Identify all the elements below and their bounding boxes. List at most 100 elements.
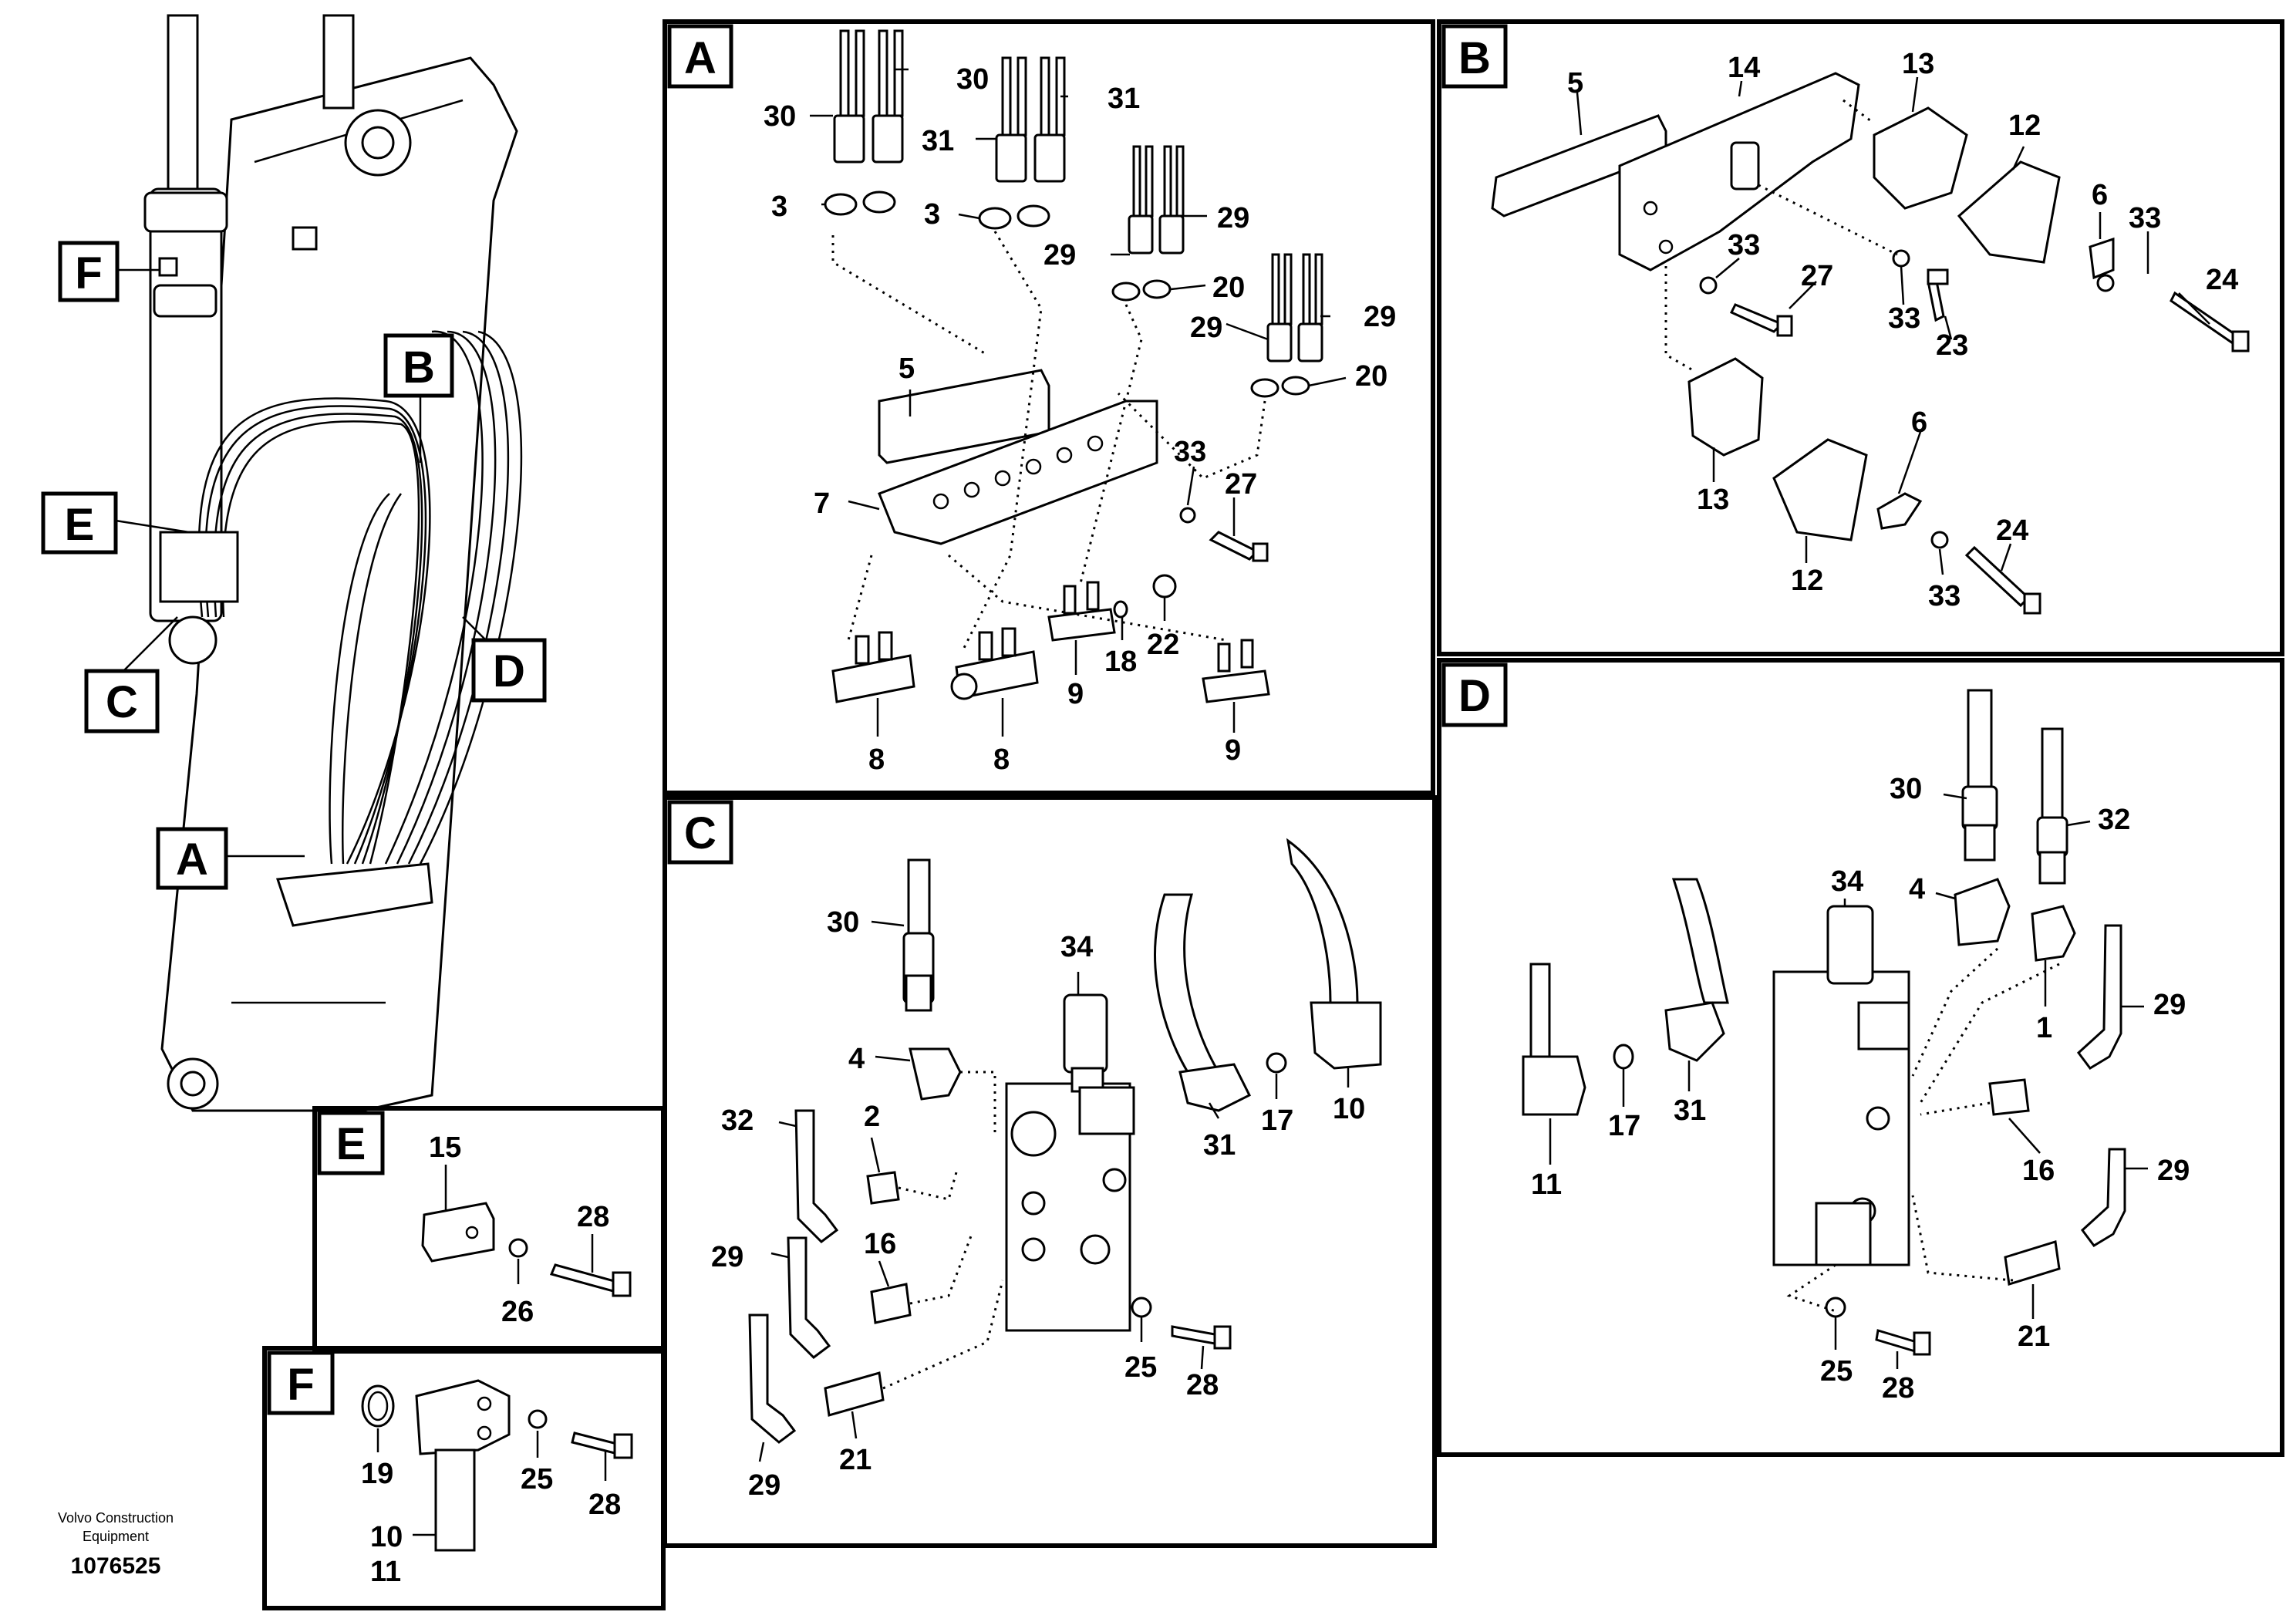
valve-cap-34-d [1826,905,1874,985]
hose-11-d [1529,963,1551,1066]
hose-pair-31 [995,56,1066,183]
part-callout-23: 23 [1936,329,1968,362]
part-callout-33: 33 [1928,580,1961,612]
overview-tag-a: A [156,827,228,890]
hose-29-d-lower [2080,1148,2126,1247]
part-callout-4: 4 [848,1043,865,1075]
part-callout-11: 11 [370,1556,401,1588]
part-callout-21: 21 [839,1444,872,1476]
part-callout-31: 31 [1108,83,1140,115]
part-callout-30: 30 [1890,773,1922,805]
part-callout-16: 16 [864,1228,896,1260]
part-callout-33: 33 [2129,202,2161,234]
svg-text:A: A [684,33,716,83]
part-callout-6: 6 [2092,179,2108,211]
bracket-12-b [1772,438,1868,541]
part-callout-13: 13 [1697,484,1729,516]
hose-31-c [1154,893,1221,1074]
part-callout-25: 25 [521,1463,553,1496]
part-callout-12: 12 [1791,565,1823,597]
part-callout-18: 18 [1104,646,1137,678]
part-callout-32: 32 [2098,804,2130,836]
svg-text:E: E [65,500,95,550]
flange-f [415,1379,511,1455]
hose-29-c-upper [787,1236,831,1359]
part-callout-30: 30 [827,906,859,939]
part-callout-30: 30 [956,63,989,96]
part-callout-24: 24 [1996,514,2028,547]
part-callout-4: 4 [1909,873,1925,905]
part-callout-13: 13 [1902,48,1934,80]
part-callout-16: 16 [2022,1155,2055,1187]
hose-10-c [1286,838,1359,1004]
hose-31-d [1671,878,1729,1004]
clamp-15 [421,1202,495,1263]
hose-29-d-upper [2076,924,2122,1070]
part-callout-10: 10 [1333,1093,1365,1125]
panel-c-tag [667,800,733,865]
valve-cap-34-c [1063,993,1108,1074]
part-callout-20: 20 [1212,271,1245,304]
panel-f-tag [267,1351,335,1415]
overview-tag-e: E [41,491,118,555]
part-callout-10: 10 [370,1521,403,1553]
clamp-13-b [1687,357,1764,457]
hose-32-d [2041,727,2064,823]
part-callout-3: 3 [924,198,940,231]
part-callout-22: 22 [1147,629,1179,661]
adapter-8-a [831,654,915,703]
footer-drawing-number: 1076525 [71,1553,161,1579]
panel-c: C [663,795,1437,1548]
panel-a: A [663,19,1435,795]
o-ring-19 [361,1384,395,1428]
adapter-16-d [1988,1078,2030,1116]
part-callout-8: 8 [868,744,885,776]
part-callout-3: 3 [771,191,787,223]
part-callout-33: 33 [1174,436,1206,468]
part-callout-29: 29 [2157,1155,2190,1187]
svg-text:E: E [336,1119,366,1169]
adapter-9-a [1047,608,1116,642]
overview-tag-d: D [471,638,547,703]
part-callout-29: 29 [1217,202,1249,234]
adapter-21-d [2004,1240,2061,1286]
part-callout-27: 27 [1801,260,1833,292]
svg-text:F: F [75,248,102,298]
part-callout-5: 5 [899,352,915,385]
hose-10-11-f [434,1448,476,1552]
elbow-1-d [2031,905,2076,962]
part-callout-1: 1 [2036,1012,2052,1044]
bolt-24-b [1964,545,2031,608]
panel-d-tag [1441,663,1508,727]
part-callout-31: 31 [922,125,954,157]
part-callout-29: 29 [711,1241,743,1273]
overview-tag-c: C [84,669,160,733]
part-callout-28: 28 [1882,1372,1914,1404]
part-callout-31: 31 [1674,1094,1706,1127]
part-callout-20: 20 [1355,360,1387,393]
panel-f: F 19 25 28 10 11 [262,1346,666,1610]
part-callout-12: 12 [2008,110,2041,142]
svg-text:D: D [493,646,525,696]
adapter-9-b [1202,669,1270,703]
hose-pair-30 [833,29,904,164]
bolt-28-e [549,1263,619,1293]
part-callout-15: 15 [429,1131,461,1164]
panel-e: E 15 28 26 [312,1106,666,1354]
part-callout-25: 25 [1124,1351,1157,1384]
part-callout-29: 29 [2153,989,2186,1021]
panel-d: D [1437,658,2284,1457]
part-callout-8: 8 [993,744,1010,776]
part-callout-17: 17 [1608,1110,1640,1142]
overview-tag-b: B [383,333,454,398]
hose-pair-29-upper [1128,145,1185,255]
part-callout-33: 33 [1728,229,1760,261]
part-callout-26: 26 [501,1296,534,1328]
svg-text:B: B [1458,33,1491,83]
part-callout-28: 28 [577,1201,609,1233]
adapter-2-c [866,1171,900,1205]
hose-32-c [794,1109,839,1243]
part-callout-33: 33 [1888,302,1920,335]
panel-b: B [1437,19,2284,656]
part-callout-32: 32 [721,1104,754,1137]
